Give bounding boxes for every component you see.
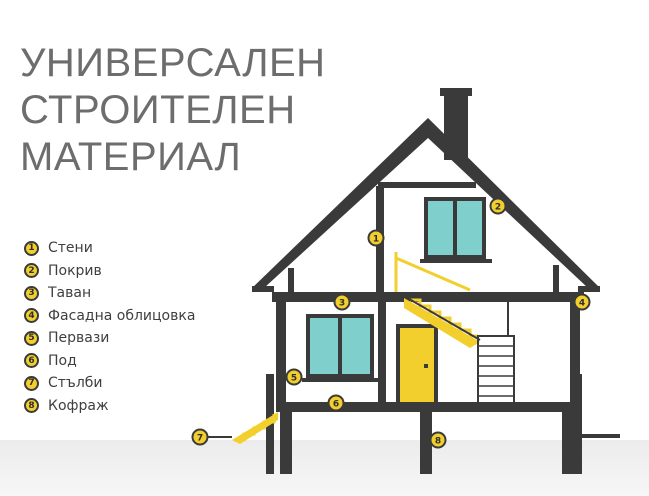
legend-item-walls: 1 Стени: [24, 237, 195, 260]
eave-right: [578, 286, 600, 292]
interior-wall-ground: [378, 300, 386, 408]
legend-badge: 3: [24, 285, 39, 301]
svg-text:1: 1: [373, 235, 379, 245]
marker-5: 5: [285, 368, 303, 386]
window-pane-right: [342, 318, 370, 374]
legend-label: Под: [48, 352, 77, 369]
ground-floor-slab: [276, 402, 580, 412]
attic-window-pane-right: [457, 201, 482, 255]
svg-text:6: 6: [333, 400, 339, 410]
title-line-3: МАТЕРИАЛ: [20, 135, 242, 179]
lower-stairs-rungs: [478, 345, 514, 397]
outdoor-stairs-steps: [234, 414, 276, 442]
facade-right: [574, 374, 582, 474]
attic-window-sill: [420, 259, 492, 263]
attic-window-pane-left: [428, 201, 453, 255]
attic-railing: [395, 256, 471, 292]
marker-8: 8: [429, 431, 447, 449]
title-line-2: СТРОИТЕЛЕН: [20, 88, 296, 132]
marker-3: 3: [333, 293, 351, 311]
legend-item-facade: 4 Фасадна облицовка: [24, 305, 195, 328]
legend-label: Стени: [48, 240, 93, 257]
marker-2: 2: [489, 197, 507, 215]
legend-item-ceiling: 3 Таван: [24, 282, 195, 305]
marker-1: 1: [367, 229, 385, 247]
svg-text:7: 7: [197, 434, 203, 444]
legend-badge: 6: [24, 353, 39, 369]
attic-left-kneewall: [288, 268, 294, 295]
marker-4: 4: [573, 293, 591, 311]
legend: 1 Стени 2 Покрив 3 Таван 4 Фасадна облиц…: [24, 237, 195, 417]
window-pane-left: [310, 318, 338, 374]
wall-left: [276, 300, 286, 408]
foundation-pillar-center: [420, 410, 432, 474]
second-floor-slab: [272, 292, 584, 302]
legend-item-trims: 5 Первази: [24, 327, 195, 350]
door-handle: [424, 364, 428, 368]
ground: [0, 440, 649, 496]
legend-label: Покрив: [48, 262, 102, 279]
legend-label: Стълби: [48, 375, 103, 392]
door: [400, 328, 434, 408]
foundation-pillar-right: [562, 410, 574, 474]
foundation-pillar-left: [280, 410, 292, 474]
svg-text:5: 5: [291, 374, 297, 384]
window-sill: [302, 378, 378, 382]
wall-right: [570, 300, 580, 408]
legend-item-roof: 2 Покрив: [24, 260, 195, 283]
svg-text:2: 2: [495, 203, 501, 213]
attic-right-kneewall: [553, 265, 559, 295]
legend-badge: 8: [24, 398, 39, 414]
svg-text:4: 4: [579, 299, 585, 309]
legend-item-stairs: 7 Стълби: [24, 372, 195, 395]
legend-badge: 4: [24, 308, 39, 324]
legend-label: Фасадна облицовка: [48, 307, 196, 324]
legend-badge: 5: [24, 330, 39, 346]
marker-7: 7: [191, 428, 209, 446]
legend-item-formwork: 8 Кофраж: [24, 395, 195, 418]
attic-ceiling-beam: [378, 182, 476, 188]
title-line-1: УНИВЕРСАЛЕН: [20, 41, 326, 85]
svg-text:8: 8: [435, 437, 441, 447]
legend-badge: 7: [24, 375, 39, 391]
marker-6: 6: [327, 394, 345, 412]
legend-label: Таван: [48, 285, 92, 302]
legend-item-floor: 6 Под: [24, 350, 195, 373]
chimney-cap: [440, 88, 472, 96]
page-title: УНИВЕРСАЛЕН СТРОИТЕЛЕН МАТЕРИАЛ: [20, 40, 326, 181]
eave-left: [252, 286, 274, 292]
svg-text:3: 3: [339, 299, 345, 309]
legend-label: Кофраж: [48, 397, 109, 414]
legend-badge: 2: [24, 263, 39, 279]
upper-stairs: [404, 298, 480, 348]
legend-badge: 1: [24, 240, 39, 256]
ground-line-right: [580, 434, 620, 438]
upper-stairs-rail: [403, 295, 481, 341]
legend-label: Первази: [48, 330, 110, 347]
